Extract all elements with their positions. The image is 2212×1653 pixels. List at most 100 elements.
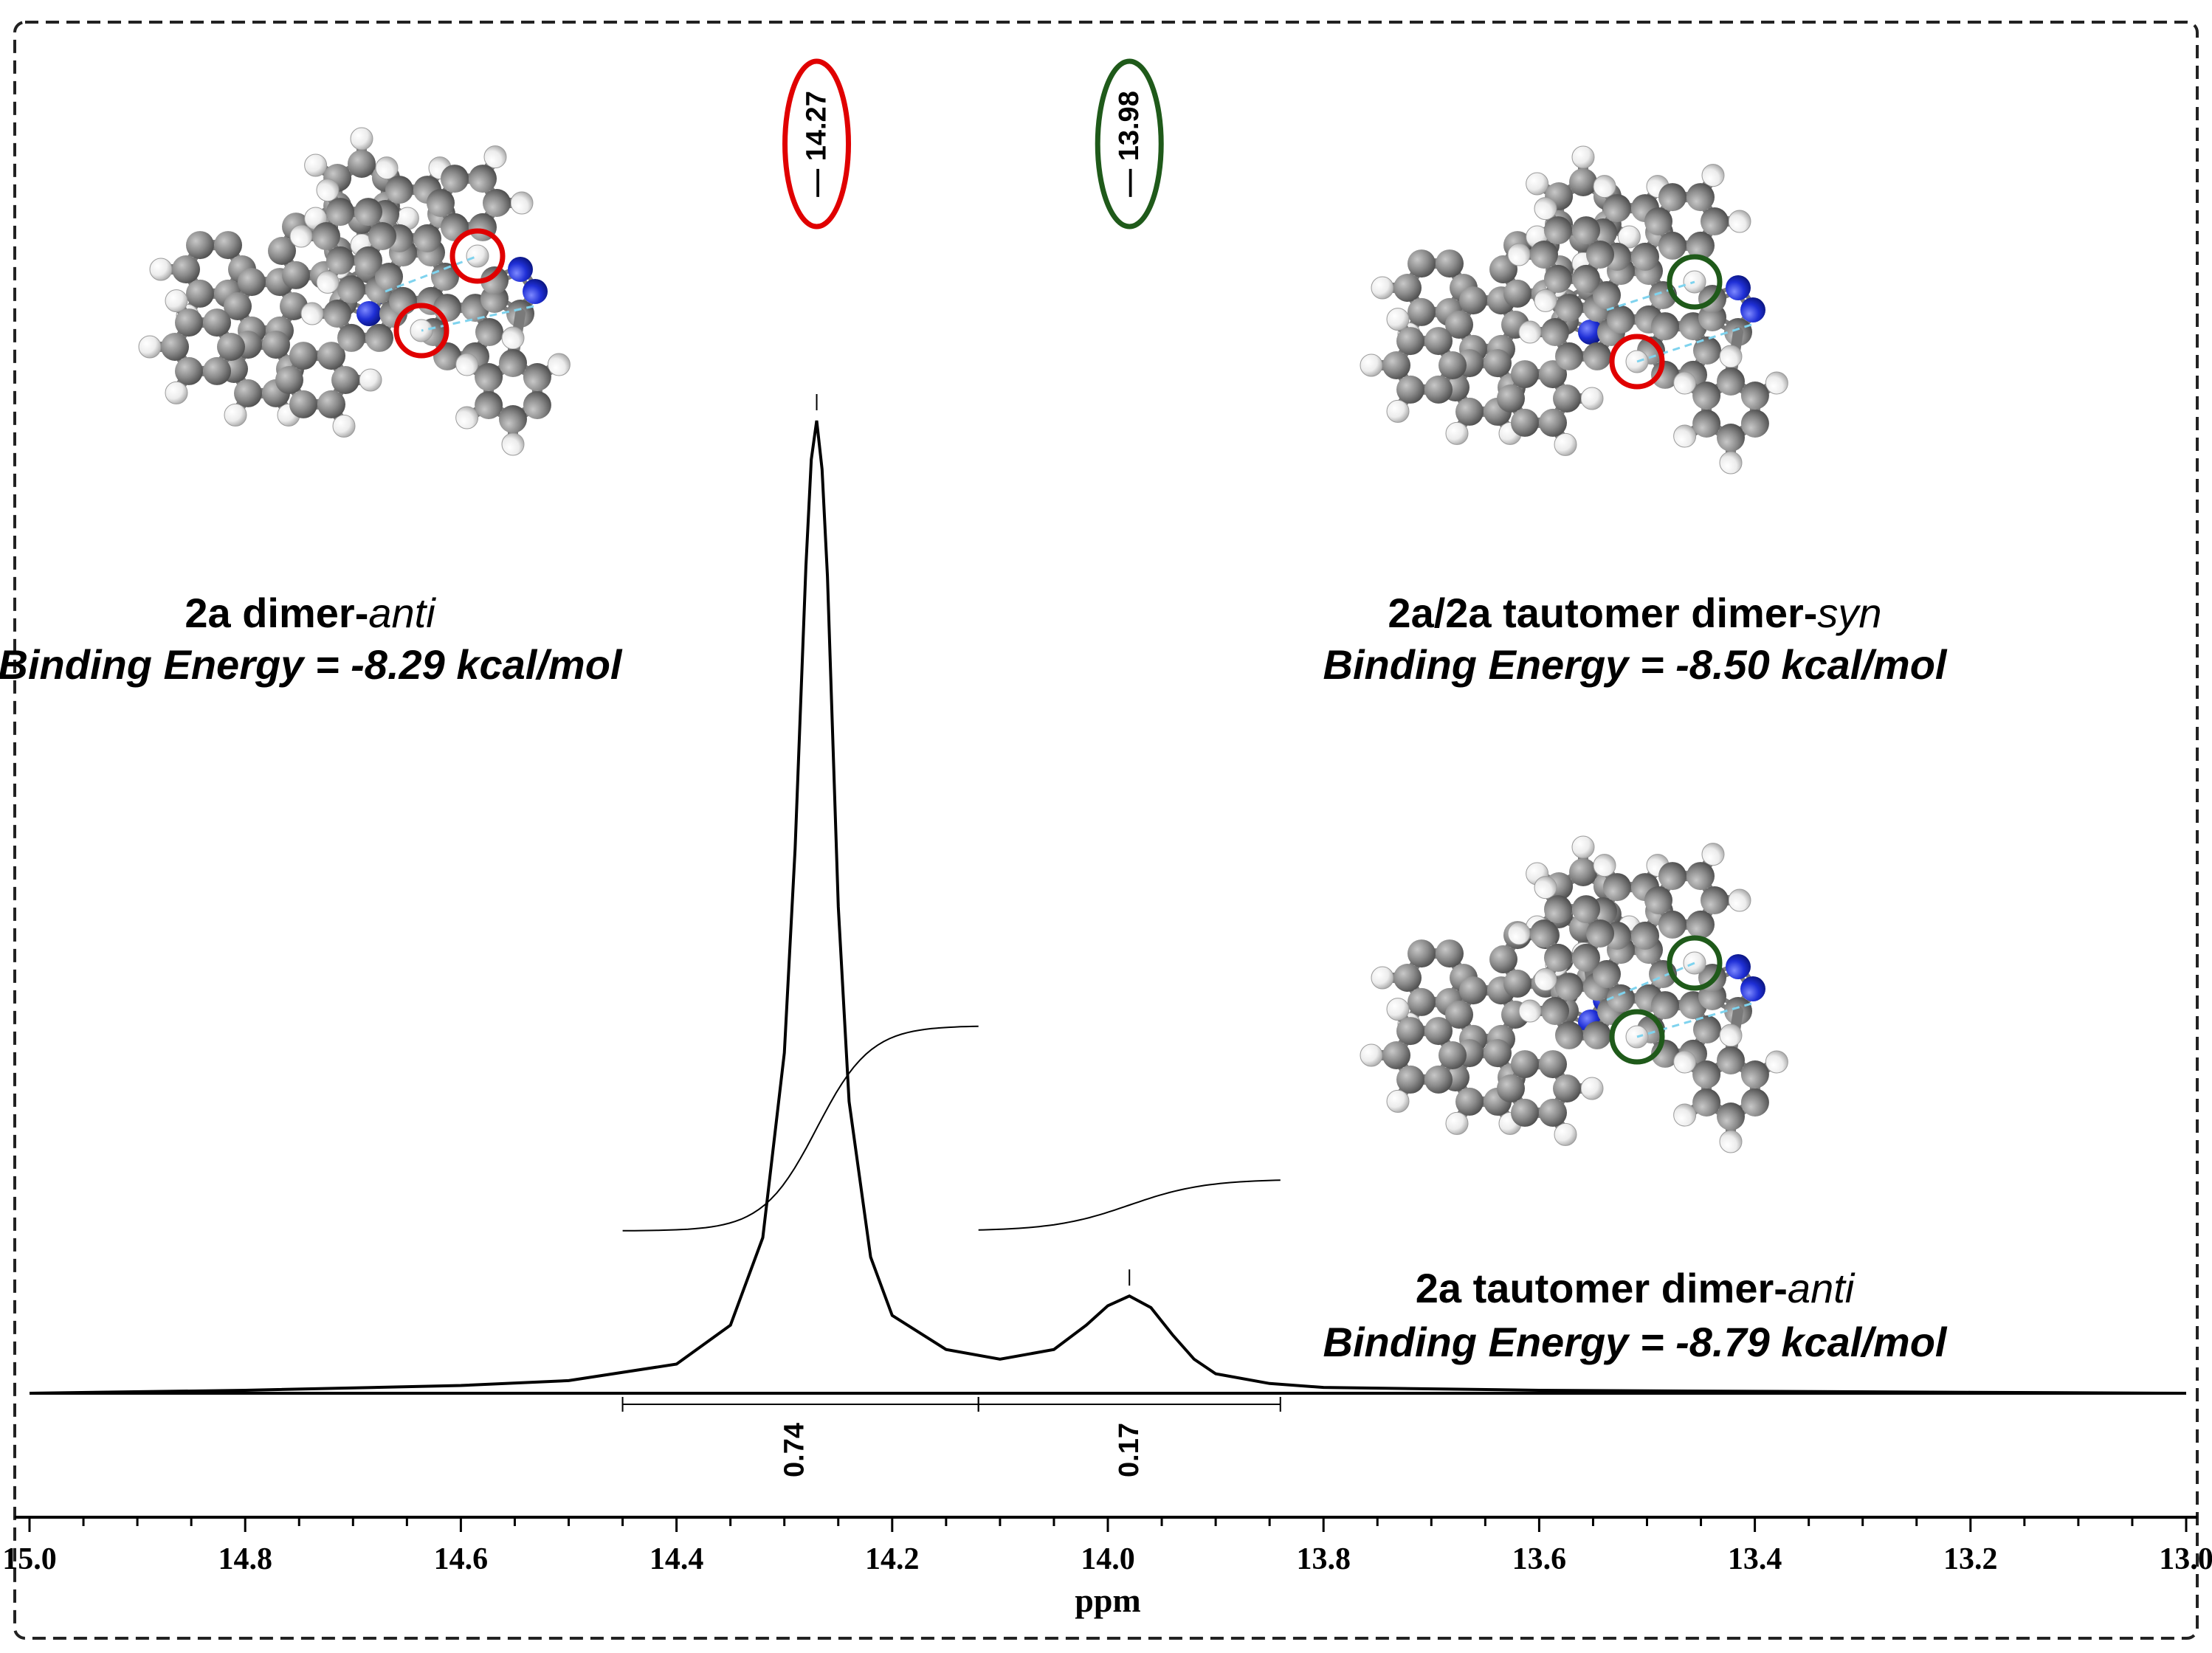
nh-highlight-circle	[1609, 1009, 1665, 1065]
carbon-atom	[1572, 943, 1600, 972]
carbon-atom	[1408, 297, 1436, 326]
hydrogen-atom	[1445, 1111, 1469, 1135]
hydrogen-atom	[224, 403, 247, 427]
carbon-atom	[1408, 939, 1436, 968]
carbon-atom	[1686, 183, 1715, 212]
carbon-atom	[1572, 216, 1600, 245]
hydrogen-atom	[455, 406, 479, 429]
carbon-atom	[433, 294, 461, 322]
carbon-atom	[1439, 351, 1467, 379]
hydrogen-atom	[1445, 421, 1469, 445]
hydrogen-atom	[1765, 371, 1788, 395]
integral-curve	[978, 1179, 1281, 1231]
hydrogen-atom	[1360, 353, 1383, 377]
carbon-atom	[1424, 1017, 1453, 1046]
hydrogen-atom	[455, 353, 479, 376]
carbon-atom	[475, 318, 503, 346]
hydrogen-atom	[1617, 225, 1641, 249]
carbon-atom	[1593, 281, 1621, 309]
carbon-atom	[1393, 964, 1422, 992]
carbon-atom	[1583, 342, 1611, 370]
carbon-atom	[368, 222, 396, 250]
carbon-atom	[1555, 294, 1583, 322]
carbon-atom	[1740, 1088, 1769, 1117]
carbon-atom	[1396, 1065, 1424, 1094]
carbon-atom	[1740, 410, 1769, 438]
carbon-atom	[1541, 318, 1569, 346]
carbon-atom	[1396, 1017, 1424, 1046]
hydrogen-atom	[359, 368, 382, 392]
carbon-atom	[1586, 241, 1614, 269]
hydrogen-atom	[300, 302, 324, 325]
nitrogen-atom	[1726, 275, 1751, 300]
carbon-atom	[1436, 939, 1464, 968]
carbon-atom	[1541, 997, 1569, 1025]
carbon-atom	[1607, 305, 1635, 334]
carbon-atom	[312, 222, 340, 250]
carbon-atom	[348, 150, 376, 178]
x-tick-label: 13.0	[2159, 1542, 2212, 1576]
carbon-atom	[1459, 286, 1487, 315]
carbon-atom	[337, 323, 365, 352]
carbon-atom	[268, 237, 296, 265]
carbon-atom	[1544, 264, 1572, 293]
carbon-atom	[262, 331, 290, 359]
hydrogen-bond	[1606, 280, 1695, 311]
carbon-atom	[1586, 919, 1614, 948]
carbon-atom	[1572, 895, 1600, 924]
carbon-atom	[1459, 976, 1487, 1005]
carbon-atom	[203, 356, 231, 385]
carbon-atom	[1484, 1039, 1512, 1068]
carbon-atom	[331, 366, 359, 394]
carbon-atom	[1658, 910, 1686, 939]
carbon-atom	[1701, 886, 1729, 914]
carbon-atom	[441, 165, 469, 193]
x-axis-label: ppm	[1075, 1581, 1140, 1619]
carbon-atom	[1445, 1001, 1473, 1029]
nh-highlight-circle	[1667, 254, 1723, 310]
molecule-models	[138, 127, 1788, 1153]
hydrogen-atom	[289, 224, 313, 248]
carbon-atom	[1658, 183, 1686, 212]
carbon-atom	[1553, 384, 1581, 413]
carbon-atom	[1686, 910, 1715, 939]
carbon-atom	[499, 349, 527, 377]
carbon-atom	[1607, 984, 1635, 1012]
carbon-atom	[161, 333, 189, 361]
carbon-atom	[1686, 231, 1715, 260]
binding-energy: Binding Energy = -8.29 kcal/mol	[0, 641, 623, 688]
carbon-atom	[523, 391, 551, 419]
monomer	[289, 145, 571, 456]
monomer	[1507, 843, 1788, 1153]
carbon-atom	[1439, 1041, 1467, 1069]
structure-name: 2a dimer-anti	[185, 590, 436, 636]
hydrogen-atom	[1360, 1043, 1383, 1067]
carbon-atom	[203, 308, 231, 337]
carbon-atom	[1603, 194, 1631, 223]
carbon-atom	[1424, 375, 1453, 404]
carbon-atom	[523, 363, 551, 391]
carbon-atom	[1740, 382, 1769, 410]
nh-highlight-circle	[449, 228, 506, 284]
hydrogen-atom	[1526, 172, 1549, 196]
carbon-atom	[1511, 1050, 1539, 1079]
carbon-atom	[1424, 1065, 1453, 1094]
hydrogen-atom	[1580, 387, 1604, 410]
carbon-atom	[1717, 1046, 1745, 1074]
hydrogen-atom	[1719, 345, 1743, 368]
x-tick-label: 13.4	[1728, 1542, 1782, 1576]
hydrogen-atom	[1571, 835, 1595, 859]
peak-highlight-ellipse	[782, 58, 852, 230]
carbon-atom	[1503, 969, 1531, 998]
carbon-atom	[289, 390, 317, 418]
nitrogen-atom	[1740, 976, 1765, 1001]
carbon-atom	[1445, 311, 1473, 339]
carbon-atom	[172, 255, 200, 283]
carbon-atom	[1583, 1021, 1611, 1049]
hydrogen-atom	[1507, 243, 1531, 266]
integral-curve	[622, 1025, 979, 1232]
carbon-atom	[1631, 242, 1659, 271]
carbon-atom	[1603, 873, 1631, 902]
carbon-atom	[1424, 327, 1453, 356]
